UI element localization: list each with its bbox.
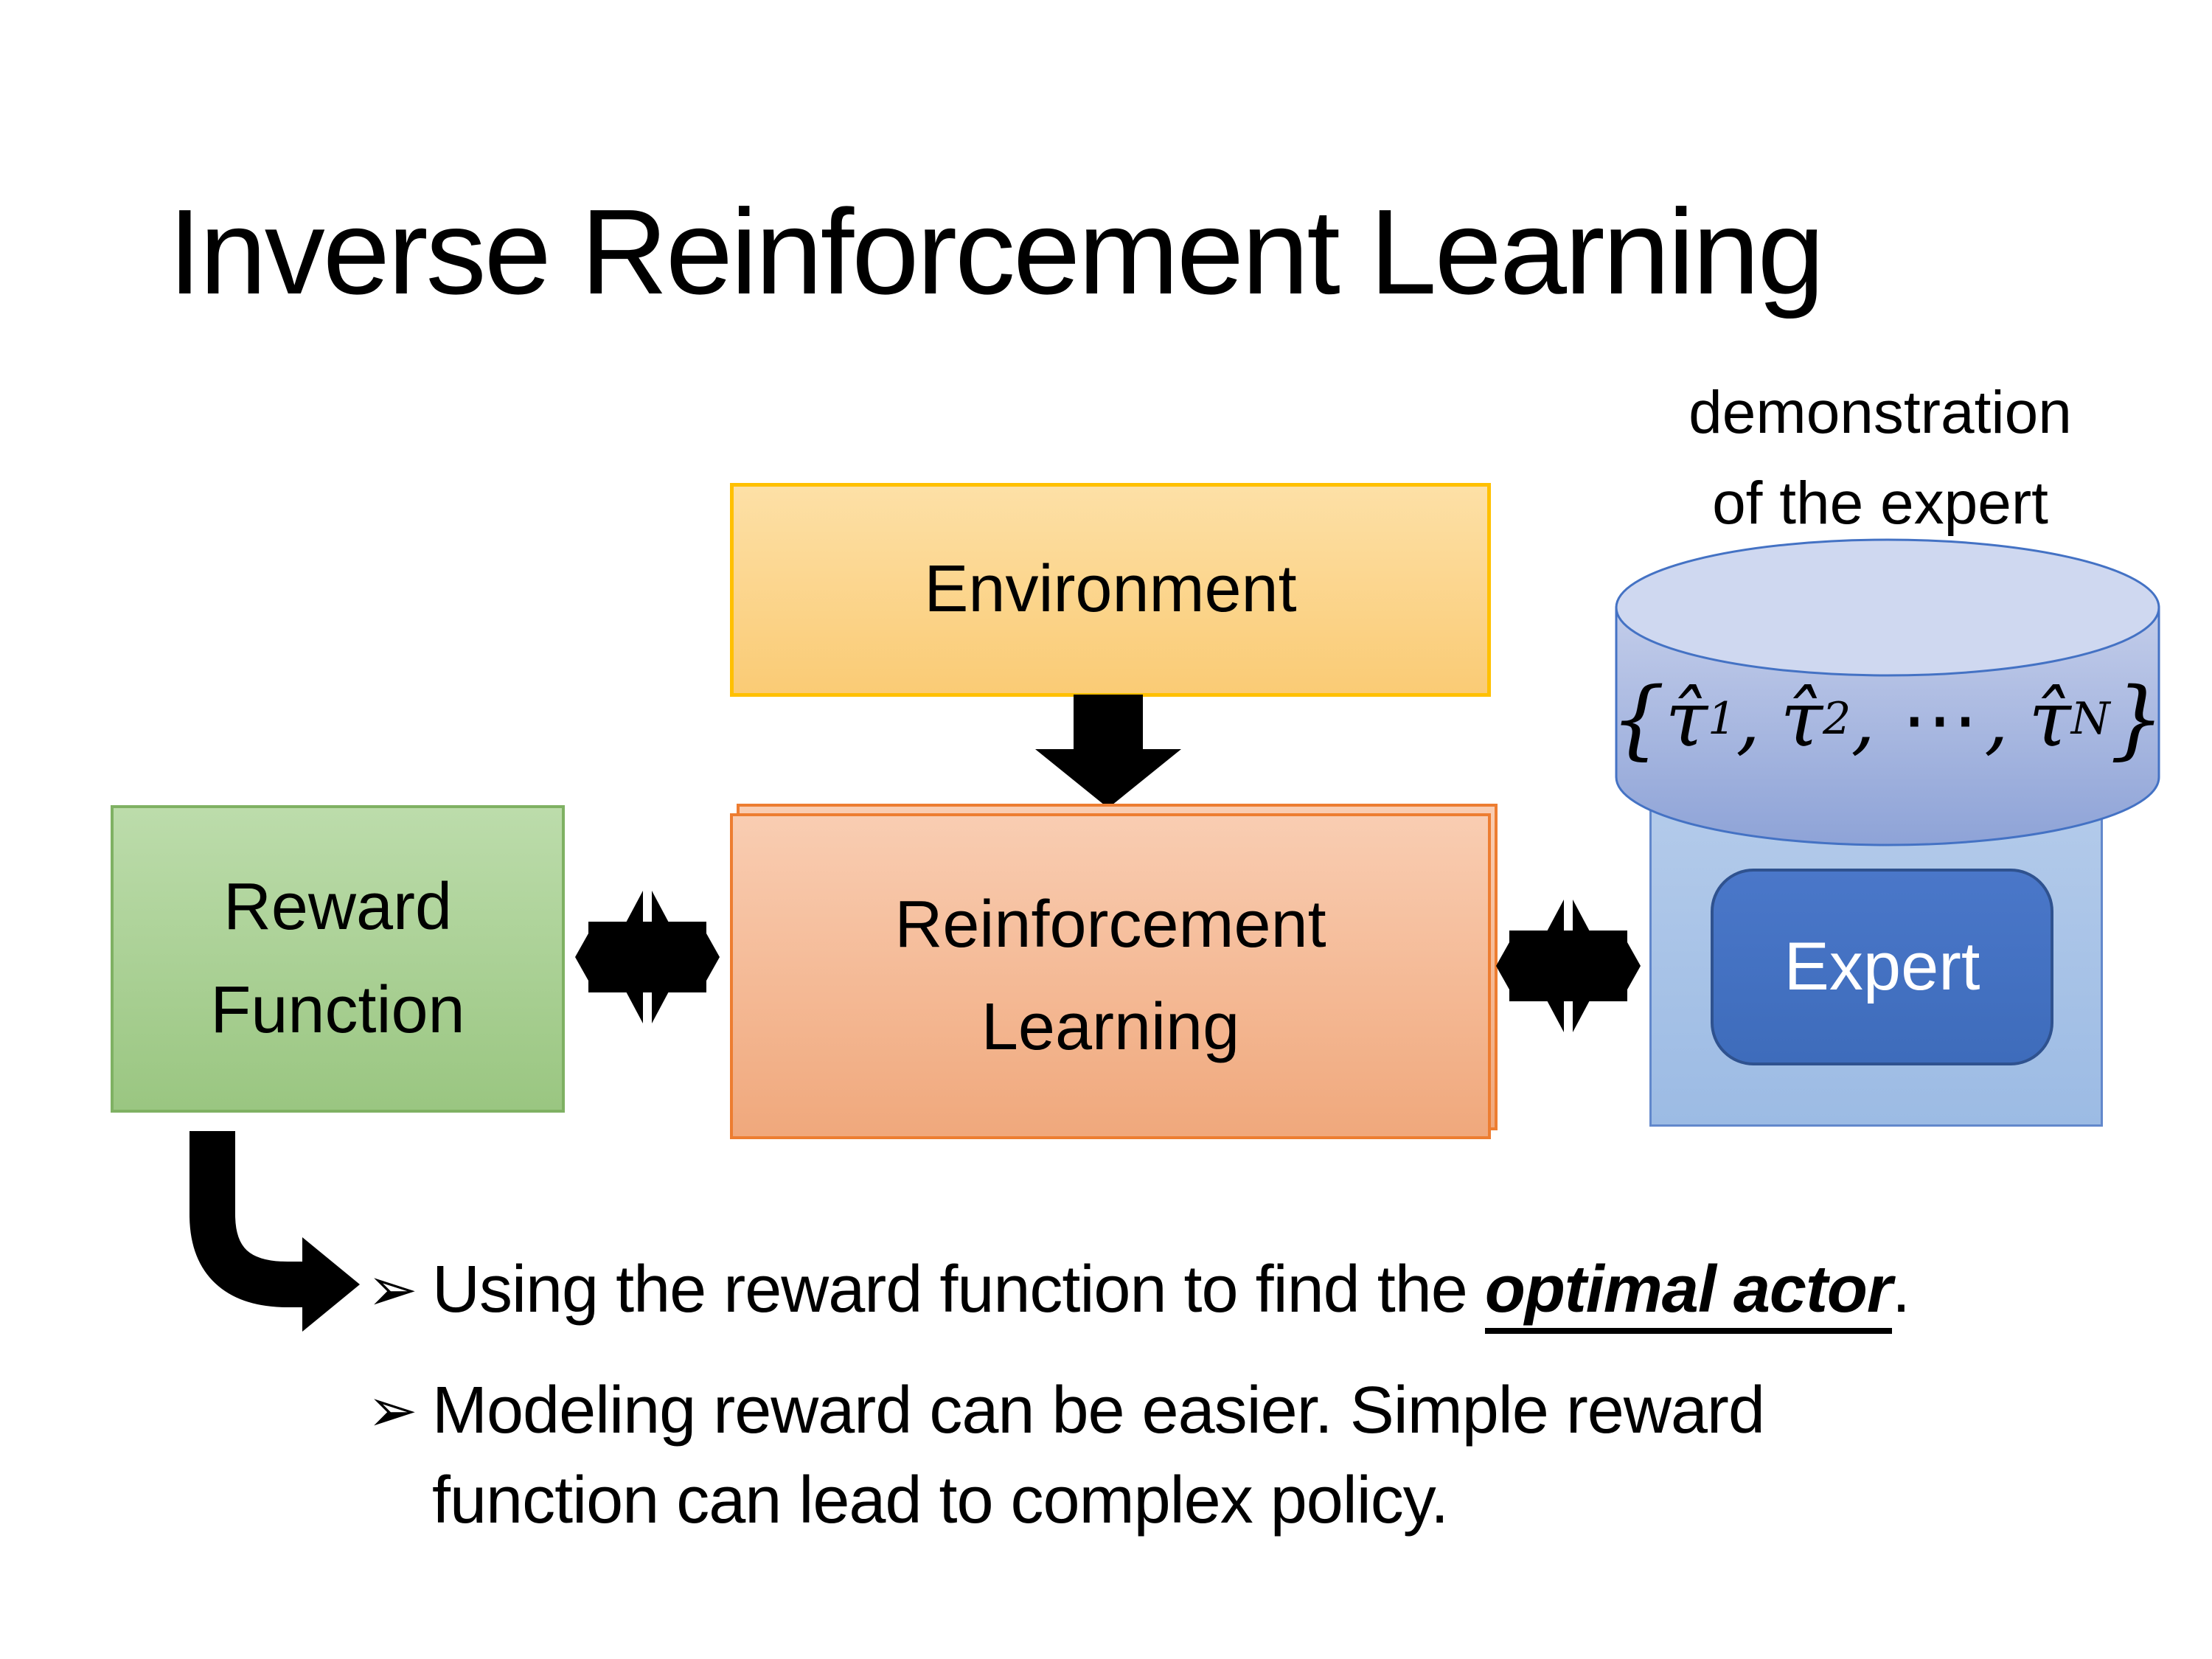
double-arrow-icon (575, 891, 720, 1023)
reward-function-box: Reward Function (111, 805, 565, 1113)
formula-cdots: ⋯ (1901, 674, 1978, 764)
demonstration-label: demonstration of the expert (1611, 367, 2149, 549)
bullet-item-1: ➢ Using the reward function to find the … (367, 1245, 2152, 1335)
reward-label-line1: Reward (223, 870, 453, 944)
formula-comma: , (1851, 674, 1876, 764)
formula-brace-close: } (2110, 669, 2165, 769)
trajectory-formula: {τ̂1,τ̂2,⋯,τ̂N} (1610, 660, 2164, 778)
tau-sub-1: 1 (1708, 693, 1736, 745)
page-title: Inverse Reinforcement Learning (168, 184, 1825, 319)
formula-brace-open: { (1610, 669, 1666, 769)
bullet-arrow-icon: ➢ (367, 1376, 418, 1446)
bullet-item-2: ➢ Modeling reward can be easier. Simple … (367, 1366, 1916, 1546)
bullet-1-before: Using the reward function to find the (432, 1253, 1485, 1326)
reinforcement-learning-box: Reinforcement Learning (730, 813, 1491, 1139)
database-cylinder-icon (1615, 538, 2160, 846)
rl-label-line1: Reinforcement (894, 887, 1326, 961)
tau-hat-n: τ̂ (2028, 674, 2071, 764)
down-arrow-icon (1035, 695, 1181, 808)
demonstration-label-line2: of the expert (1712, 470, 2048, 537)
tau-sub-2: 2 (1823, 693, 1851, 745)
bullet-1-text: Using the reward function to find the op… (432, 1245, 1910, 1335)
tau-sub-n: N (2070, 693, 2110, 745)
expert-label: Expert (1784, 929, 1980, 1004)
formula-comma: , (1984, 674, 2009, 764)
tau-hat-2: τ̂ (1780, 674, 1823, 764)
elbow-arrow-icon (189, 1131, 360, 1332)
tau-hat-1: τ̂ (1665, 674, 1708, 764)
bullet-1-highlight: optimal actor (1484, 1253, 1893, 1334)
environment-box: Environment (730, 483, 1491, 697)
formula-comma: , (1736, 674, 1761, 764)
bullet-1-after: . (1891, 1253, 1910, 1326)
bullet-arrow-icon: ➢ (367, 1255, 418, 1325)
reward-label-line2: Function (210, 973, 465, 1047)
environment-label: Environment (924, 552, 1297, 627)
rl-label-line2: Learning (981, 990, 1240, 1064)
demonstration-label-line1: demonstration (1688, 379, 2072, 446)
bullet-2-text: Modeling reward can be easier. Simple re… (432, 1374, 1765, 1538)
expert-box: Expert (1711, 869, 2053, 1065)
double-arrow-icon (1496, 900, 1641, 1032)
